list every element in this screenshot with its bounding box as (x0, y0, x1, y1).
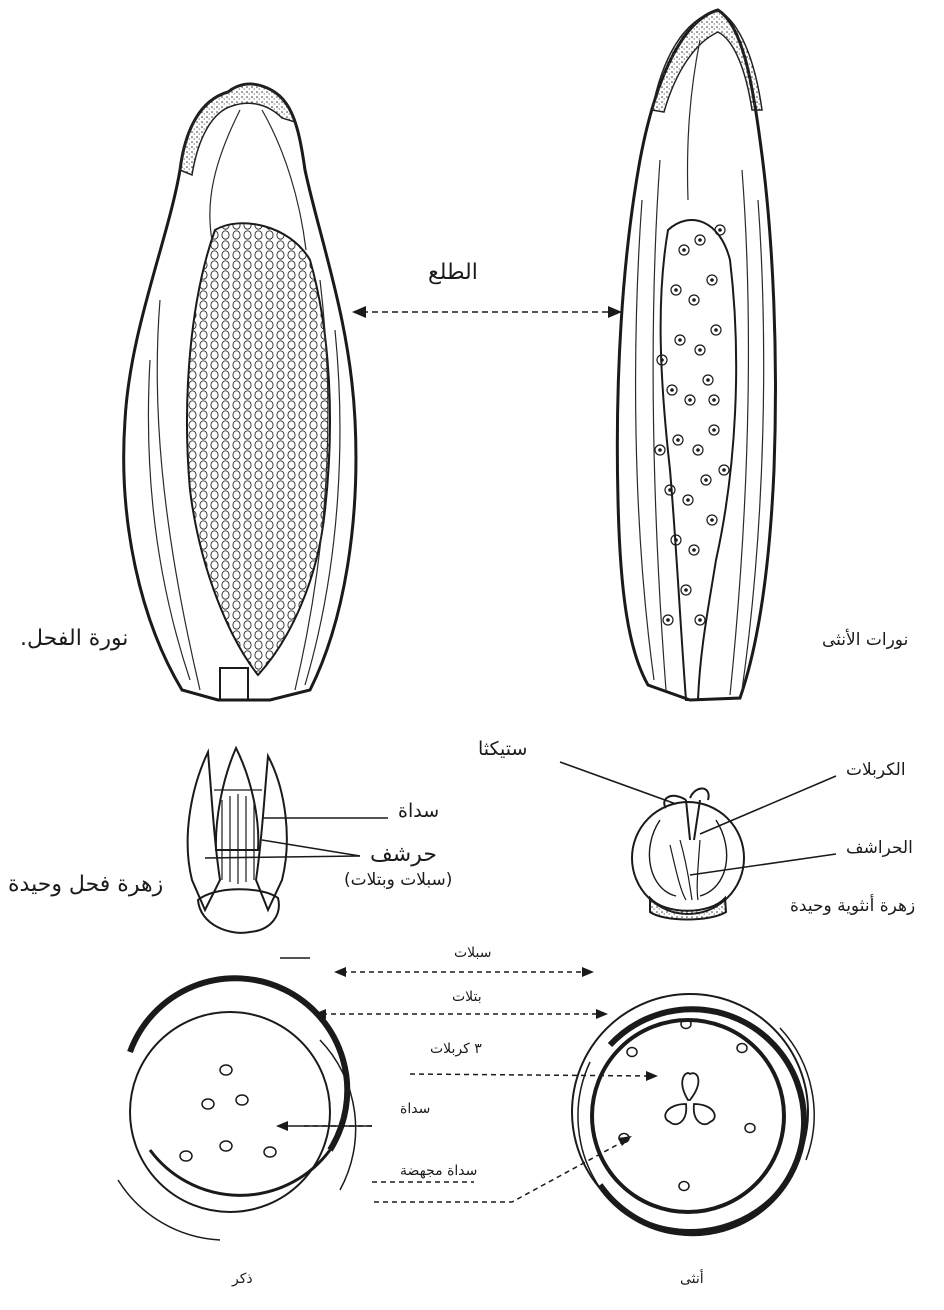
aborted-stamen-symbol (679, 1182, 689, 1191)
male-sepal-arc (130, 978, 347, 1150)
single-male-flower-drawing (188, 748, 287, 933)
male-flower-mass (187, 223, 330, 675)
single-female-flower-drawing (632, 788, 744, 919)
label-diagram-stamen: سداة (400, 1102, 430, 1116)
male-spathe-rind (180, 84, 295, 175)
female-floral-diagram (572, 994, 814, 1233)
stamen-symbol (220, 1141, 232, 1151)
aborted-stamen-arrowhead (618, 1136, 632, 1146)
label-single-male-flower: زهرة فحل وحيدة (8, 874, 163, 896)
male-stamen-symbols (180, 1065, 276, 1161)
female-carpels (665, 1073, 715, 1124)
label-stigma: ستيكثا (478, 740, 527, 759)
stamen-symbol (264, 1147, 276, 1157)
female-scale-lines (670, 840, 700, 900)
label-stamen: سداة (398, 802, 439, 821)
female-stigmas (664, 788, 708, 840)
female-spathe-rind (652, 10, 762, 112)
label-carpels: الكربلات (846, 762, 906, 779)
stamen-symbol (236, 1095, 248, 1105)
stamen-symbol (180, 1151, 192, 1161)
male-flower-outer-right (256, 756, 287, 910)
label-diagram-aborted-stamen: سداة مجهضة (400, 1164, 477, 1178)
label-scales: الحراشف (846, 840, 913, 857)
stamen-arrowhead (276, 1121, 288, 1131)
female-sepal-arc (600, 1009, 804, 1233)
aborted-stamen-symbol (745, 1124, 755, 1133)
stamen-symbol (202, 1099, 214, 1109)
label-diagram-sepals: سبلات (454, 946, 492, 960)
label-spathe: الطلع (428, 262, 478, 284)
male-spathe-drawing (124, 84, 356, 700)
male-floral-diagram (118, 978, 356, 1240)
female-spathe-outline (617, 10, 775, 700)
female-spathe-grain-lines (636, 40, 764, 695)
label-scale: حرشف (370, 844, 437, 866)
male-flower-base (198, 889, 279, 933)
label-sepals-petals: (سبلات وبتلات) (344, 872, 452, 889)
male-flower-outer-left (188, 752, 220, 910)
label-male: ذكر (232, 1272, 253, 1286)
aborted-stamen-symbol (737, 1044, 747, 1053)
label-male-inflorescence: نورة الفحل. (20, 628, 128, 650)
male-sepal-arc-bottom (150, 1150, 330, 1195)
label-diagram-three-carpels: ٣ كربلات (430, 1042, 482, 1056)
male-spathe-stalk (220, 668, 248, 700)
spathe-pointer (352, 306, 622, 318)
female-spathe-drawing (617, 10, 775, 700)
label-female-inflorescences: نورات الأنثى (822, 632, 908, 649)
label-female: أنثى (680, 1272, 704, 1286)
female-flower-base (650, 898, 726, 920)
label-diagram-petals: بتلات (452, 990, 482, 1004)
male-flower-leaders (205, 818, 388, 858)
label-single-female-flower: زهرة أنثوية وحيدة (790, 898, 915, 915)
stamen-symbol (220, 1065, 232, 1075)
aborted-stamen-symbol (627, 1048, 637, 1057)
